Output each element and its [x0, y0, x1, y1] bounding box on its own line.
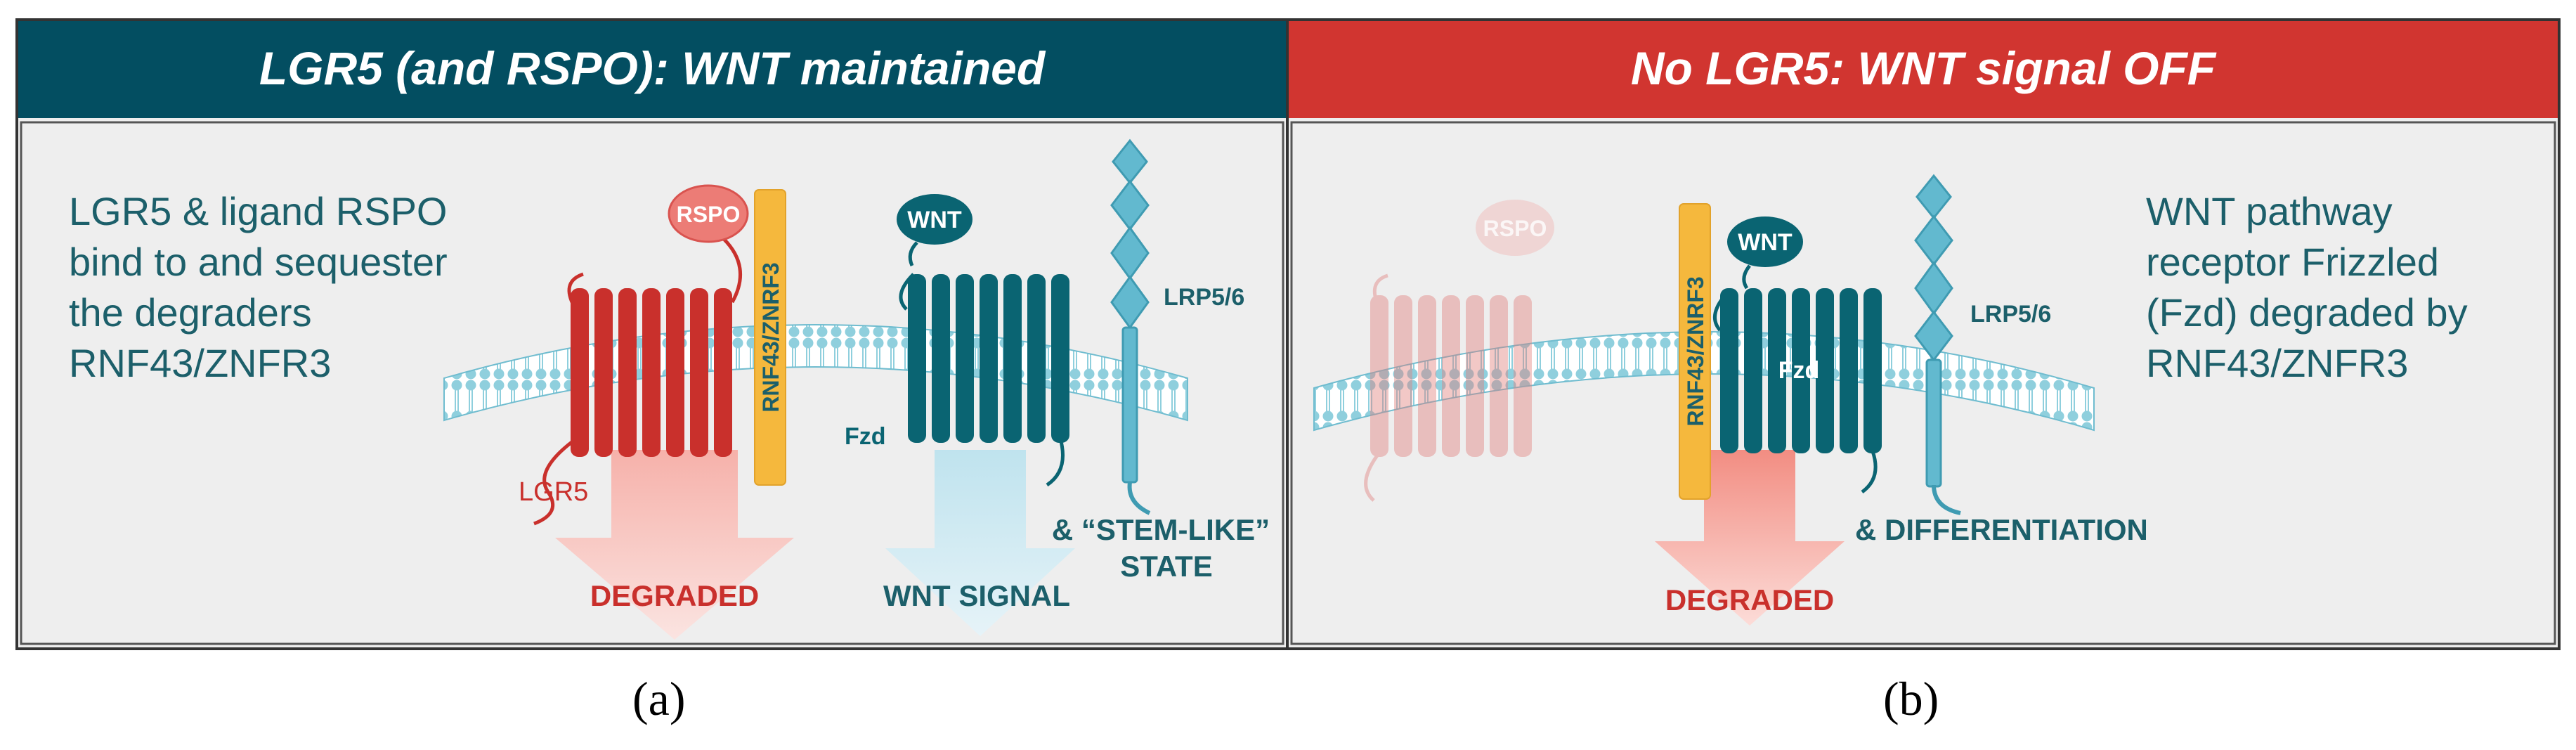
rnf43-label: RNF43/ZNRF3 [758, 262, 783, 412]
panel-a-degraded-arrow [555, 450, 794, 640]
lrp5-6-coreceptor-b [1914, 174, 1961, 515]
panel-a-desc-line-1: LGR5 & ligand RSPO [69, 189, 447, 233]
wnt-tail [908, 241, 918, 267]
rspo-label-faded: RSPO [1483, 216, 1547, 241]
lgr5-label: LGR5 [519, 477, 588, 507]
rspo-ligand [668, 184, 749, 243]
lrp5-6-coreceptor [1110, 138, 1151, 515]
panel-a-desc-line-2: bind to and sequester [69, 240, 448, 284]
panel-b-desc-line-3: (Fzd) degraded by [2146, 290, 2468, 335]
panel-a-title: LGR5 (and RSPO): WNT maintained [259, 42, 1046, 94]
caption-b: (b) [1883, 672, 1939, 725]
degraded-label: DEGRADED [590, 579, 759, 612]
fzd-label-b: Fzd [1778, 357, 1820, 384]
differentiation-label: & DIFFERENTIATION [1855, 513, 2148, 546]
lgr5-receptor [533, 238, 742, 526]
stem-like-label-line-1: & “STEM-LIKE” [1052, 513, 1270, 546]
wnt-signal-label: WNT SIGNAL [883, 579, 1070, 612]
panel-b-degraded-arrow [1655, 450, 1845, 626]
panel-b-description: WNT pathway receptor Frizzled (Fzd) degr… [2146, 189, 2468, 385]
rspo-ligand-faded [1476, 200, 1554, 256]
lrp-label-b: LRP5/6 [1970, 301, 2051, 328]
panel-b-inner-box [1290, 121, 2556, 645]
fzd-receptor-b [1713, 288, 1882, 494]
panel-b-desc-line-1: WNT pathway [2146, 189, 2393, 233]
panel-b-header [1287, 20, 2559, 118]
lrp-label: LRP5/6 [1164, 284, 1244, 311]
wnt-label: WNT [907, 207, 962, 233]
rnf43-label-b: RNF43/ZNRF3 [1683, 276, 1708, 426]
stem-like-label-line-2: STATE [1120, 550, 1212, 583]
rnf43-znrf3-bar-b [1679, 203, 1711, 500]
panel-b-desc-line-2: receptor Frizzled [2146, 240, 2439, 284]
panel-a-wnt-signal-arrow [885, 450, 1075, 636]
panel-b-title: No LGR5: WNT signal OFF [1631, 42, 2217, 94]
rspo-label: RSPO [677, 202, 741, 227]
caption-a: (a) [632, 672, 686, 725]
panel-a-desc-line-3: the degraders [69, 290, 312, 335]
panel-a-description: LGR5 & ligand RSPO bind to and sequester… [69, 189, 448, 385]
panel-b-desc-line-4: RNF43/ZNFR3 [2146, 341, 2408, 385]
wnt-tail-b [1742, 264, 1751, 290]
panel-a-desc-line-4: RNF43/ZNFR3 [69, 341, 331, 385]
panel-a-header [17, 20, 1287, 118]
fzd-receptor [899, 273, 1069, 487]
wnt-label-b: WNT [1738, 229, 1793, 256]
panel-a-inner-box [20, 121, 1284, 645]
wnt-ligand-b [1727, 216, 1803, 267]
lgr5-receptor-faded [1364, 273, 1532, 502]
panel-b-membrane [1313, 331, 2095, 432]
wnt-ligand [897, 194, 972, 245]
degraded-label-b: DEGRADED [1665, 583, 1834, 616]
fzd-label: Fzd [845, 423, 886, 450]
rnf43-znrf3-bar [754, 189, 786, 486]
